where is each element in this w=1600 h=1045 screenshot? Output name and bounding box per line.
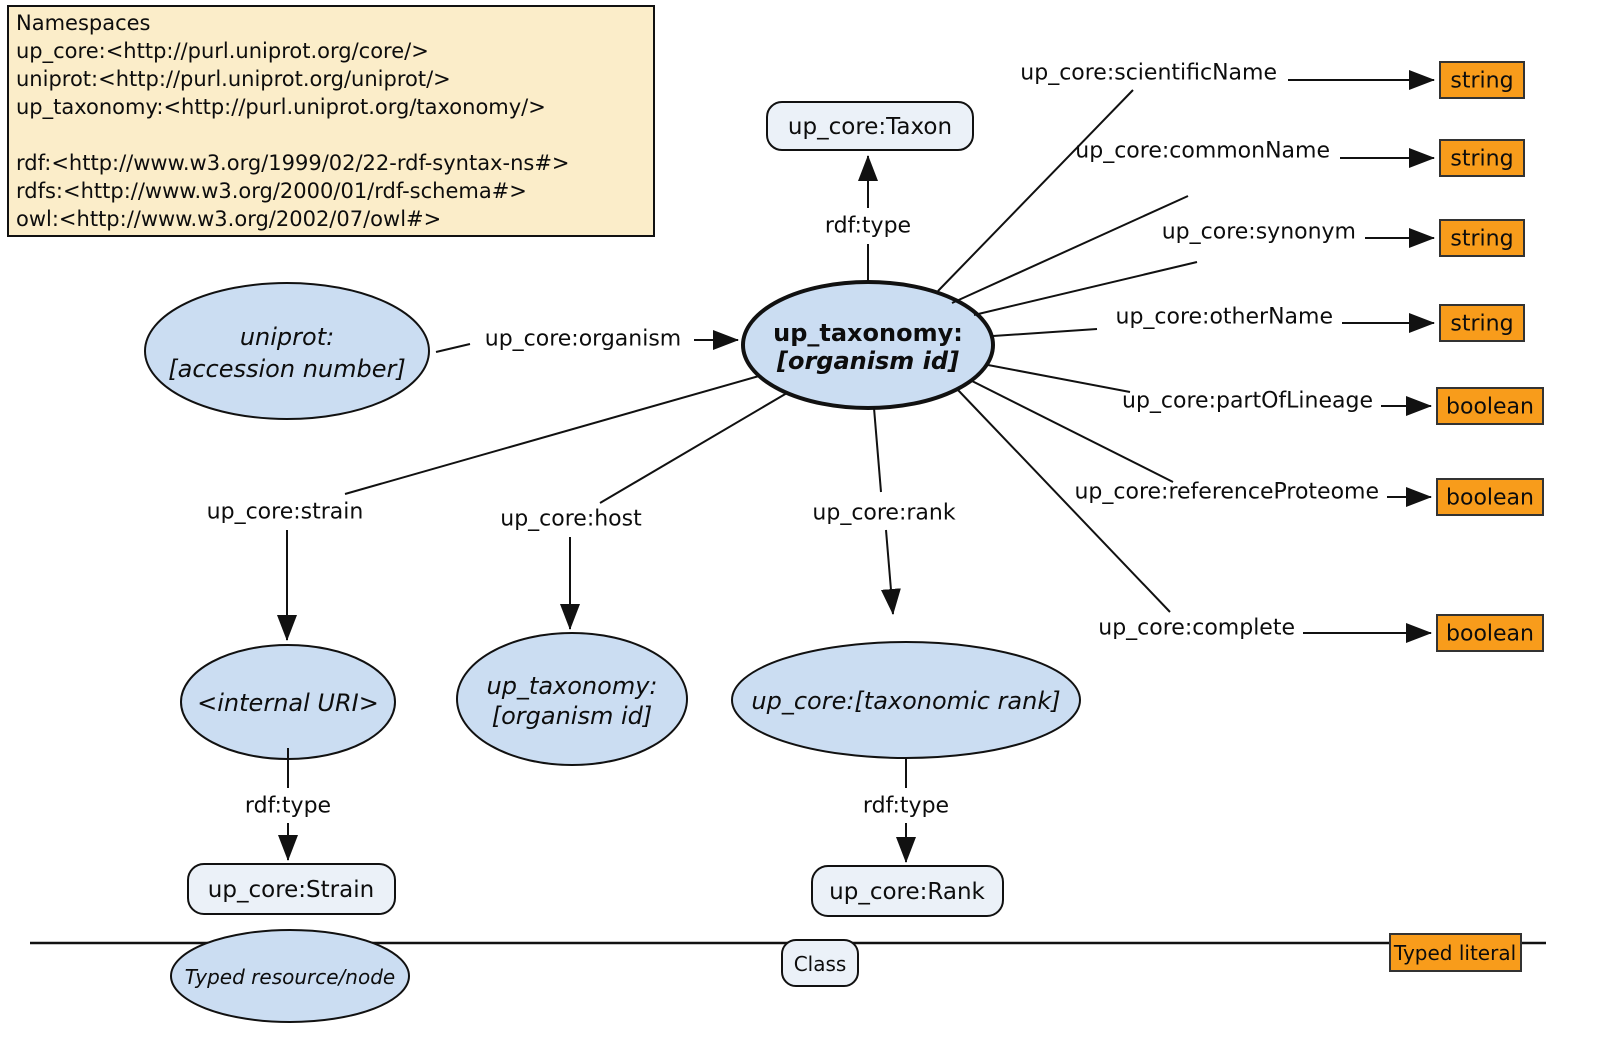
legend-class-label: Class — [794, 952, 847, 976]
namespace-line: owl:<http://www.w3.org/2002/07/owl#> — [16, 207, 441, 231]
literal-box-string-4 — [1439, 304, 1525, 342]
property-label-complete: up_core:complete — [1098, 616, 1295, 641]
edge-synonym-diag — [973, 261, 1198, 316]
edge-label-rdf-type-rank: rdf:type — [863, 794, 949, 819]
literal-box-string-3 — [1439, 219, 1525, 257]
organism-node-ellipse — [741, 280, 995, 410]
literal-label-string-4: string — [1450, 312, 1513, 337]
strain-class-box — [187, 863, 396, 915]
edge-rank-seg — [873, 407, 882, 493]
host-node: up_taxonomy: [organism id] — [456, 632, 688, 766]
accession-node-label-1: uniprot: — [240, 323, 334, 351]
edge-host-diag — [599, 392, 788, 504]
organism-node: up_taxonomy: [organism id] — [741, 280, 995, 410]
edge-complete-diag — [957, 389, 1171, 613]
rank-class-box — [811, 865, 1004, 917]
edge-label-rdf-type-strain: rdf:type — [245, 794, 331, 819]
namespaces-title: Namespaces — [16, 11, 151, 35]
property-label-referenceproteome: up_core:referenceProteome — [1074, 480, 1379, 505]
edge-othername-diag — [992, 328, 1098, 337]
rank-class-label: up_core:Rank — [829, 879, 985, 905]
property-label-commonname: up_core:commonName — [1075, 139, 1330, 164]
taxon-class-label: up_core:Taxon — [788, 114, 952, 140]
literal-label-boolean-2: boolean — [1446, 486, 1534, 511]
literal-label-string-2: string — [1450, 147, 1513, 172]
strain-class-label: up_core:Strain — [208, 877, 374, 903]
taxon-class-node: up_core:Taxon — [766, 101, 974, 151]
edge-organism-seg — [435, 343, 471, 353]
legend-class-box — [781, 939, 859, 987]
namespace-line: up_core:<http://purl.uniprot.org/core/> — [16, 39, 429, 64]
accession-node-ellipse — [144, 282, 430, 420]
legend-class: Class — [781, 939, 859, 987]
literal-label-string-1: string — [1450, 69, 1513, 94]
namespace-line: rdf:<http://www.w3.org/1999/02/22-rdf-sy… — [16, 151, 570, 175]
legend-node-ellipse — [170, 929, 410, 1023]
literal-box-boolean-2 — [1436, 478, 1544, 516]
literal-label-boolean-1: boolean — [1446, 395, 1534, 420]
organism-node-label-1: up_taxonomy: — [773, 319, 963, 347]
host-node-ellipse — [456, 632, 688, 766]
legend-typed-literal: Typed literal — [1389, 933, 1522, 972]
edge-rank-arrow — [880, 529, 901, 615]
accession-node-label-2: [accession number] — [168, 355, 405, 383]
accession-node: uniprot: [accession number] — [144, 282, 430, 420]
namespaces-panel: Namespaces up_core:<http://purl.uniprot.… — [7, 5, 655, 237]
legend-literal-box — [1389, 933, 1522, 972]
literal-box-boolean-1 — [1436, 387, 1544, 425]
edge-label-host: up_core:host — [500, 507, 642, 532]
property-label-scientificname: up_core:scientificName — [1020, 61, 1277, 86]
edge-commonname-diag — [951, 195, 1189, 304]
legend-node-label: Typed resource/node — [185, 965, 395, 989]
literal-box-string-1 — [1439, 61, 1525, 99]
rank-node-label: up_core:[taxonomic rank] — [751, 687, 1060, 715]
namespace-line: uniprot:<http://purl.uniprot.org/uniprot… — [16, 67, 451, 91]
edge-label-strain: up_core:strain — [207, 500, 364, 525]
edge-strain-diag — [344, 375, 760, 495]
internal-uri-node: <internal URI> — [180, 644, 396, 760]
organism-node-label-2: [organism id] — [776, 347, 959, 375]
literal-box-boolean-3 — [1436, 614, 1544, 652]
edge-scientificname-diag — [937, 89, 1134, 292]
edge-label-organism: up_core:organism — [485, 327, 682, 352]
edge-label-rank: up_core:rank — [812, 501, 955, 526]
property-label-othername: up_core:otherName — [1116, 305, 1334, 330]
rank-class-node: up_core:Rank — [811, 865, 1004, 917]
host-node-label-2: [organism id] — [492, 702, 653, 730]
property-label-synonym: up_core:synonym — [1162, 220, 1356, 245]
edge-referenceproteome-diag — [969, 379, 1174, 483]
literal-label-string-3: string — [1450, 227, 1513, 252]
taxon-class-box — [766, 101, 974, 151]
property-label-partoflineage: up_core:partOfLineage — [1122, 389, 1373, 414]
namespace-line: up_taxonomy:<http://purl.uniprot.org/tax… — [16, 95, 546, 120]
namespaces-box — [7, 5, 655, 237]
literal-label-boolean-3: boolean — [1446, 622, 1534, 647]
strain-class-node: up_core:Strain — [187, 863, 396, 915]
host-node-label-1: up_taxonomy: — [486, 672, 657, 700]
legend-literal-label: Typed literal — [1393, 941, 1516, 965]
rank-node: up_core:[taxonomic rank] — [731, 641, 1081, 759]
edge-label-rdf-type-taxon: rdf:type — [825, 214, 911, 239]
legend-typed-node: Typed resource/node — [170, 929, 410, 1023]
literal-box-string-2 — [1439, 139, 1525, 177]
internal-uri-label: <internal URI> — [197, 689, 379, 717]
edge-partoflineage-diag — [987, 364, 1131, 393]
namespace-line: rdfs:<http://www.w3.org/2000/01/rdf-sche… — [16, 179, 527, 203]
